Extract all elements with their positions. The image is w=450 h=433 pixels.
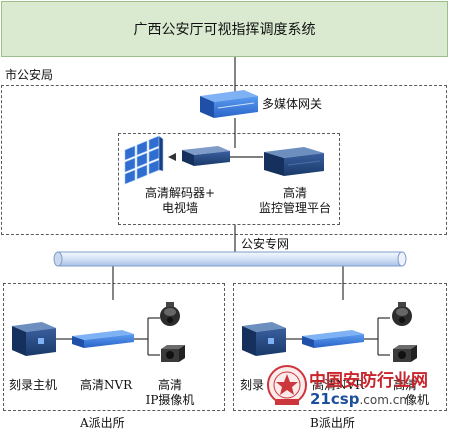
watermark-cn-text: 中国安防行业网 [309, 371, 428, 391]
a-nvr-device [72, 330, 134, 348]
gateway-label: 多媒体网关 [262, 97, 323, 111]
b-camera-label-line2: 像机 [405, 393, 430, 407]
decoder-device [182, 146, 230, 166]
b-dome-camera [392, 302, 412, 326]
platform-group-box [118, 133, 340, 225]
decoder-label-line1: 高清解码器+ [144, 186, 216, 200]
a-box-camera [161, 345, 185, 362]
a-camera-label-line1: 高清 [157, 378, 182, 392]
a-camera-label-line2: IP摄像机 [145, 393, 195, 407]
station-a-label: A派出所 [80, 416, 125, 430]
watermark-url-suffix: .com.cn [359, 393, 407, 407]
watermark-url: 21csp.com.cn [310, 391, 407, 408]
b-box-camera [393, 345, 417, 362]
decoder-label-line2: 电视墙 [161, 201, 198, 215]
a-recorder-label: 刻录主机 [9, 378, 58, 392]
title-banner: 广西公安厅可视指挥调度系统 [1, 1, 448, 57]
gateway-device [200, 90, 258, 118]
a-dome-camera [160, 302, 180, 326]
platform-device [264, 147, 324, 176]
platform-label-line1: 高清 [282, 186, 307, 200]
b-recorder-label: 刻录 [240, 378, 265, 392]
b-recorder-device [242, 322, 286, 356]
city-bureau-box [1, 85, 447, 235]
watermark-seal [267, 365, 307, 405]
station-a-box [3, 283, 225, 411]
city-bureau-label: 市公安局 [5, 68, 54, 82]
video-wall [124, 135, 164, 185]
a-recorder-device [12, 322, 56, 356]
b-nvr-device [302, 330, 364, 348]
platform-label-line2: 监控管理平台 [258, 201, 331, 215]
system-title: 广西公安厅可视指挥调度系统 [133, 22, 316, 38]
arrow-to-videowall [168, 153, 176, 161]
b-camera-label-line1: 高清 [393, 378, 418, 392]
station-b-box [233, 283, 447, 411]
a-nvr-label: 高清NVR [80, 378, 133, 392]
watermark-url-main: 21csp [310, 390, 360, 408]
station-b-label: B派出所 [310, 416, 355, 430]
network-label: 公安专网 [241, 237, 290, 251]
network-pipe [53, 251, 407, 267]
b-nvr-label: 高清NVR [312, 378, 365, 392]
